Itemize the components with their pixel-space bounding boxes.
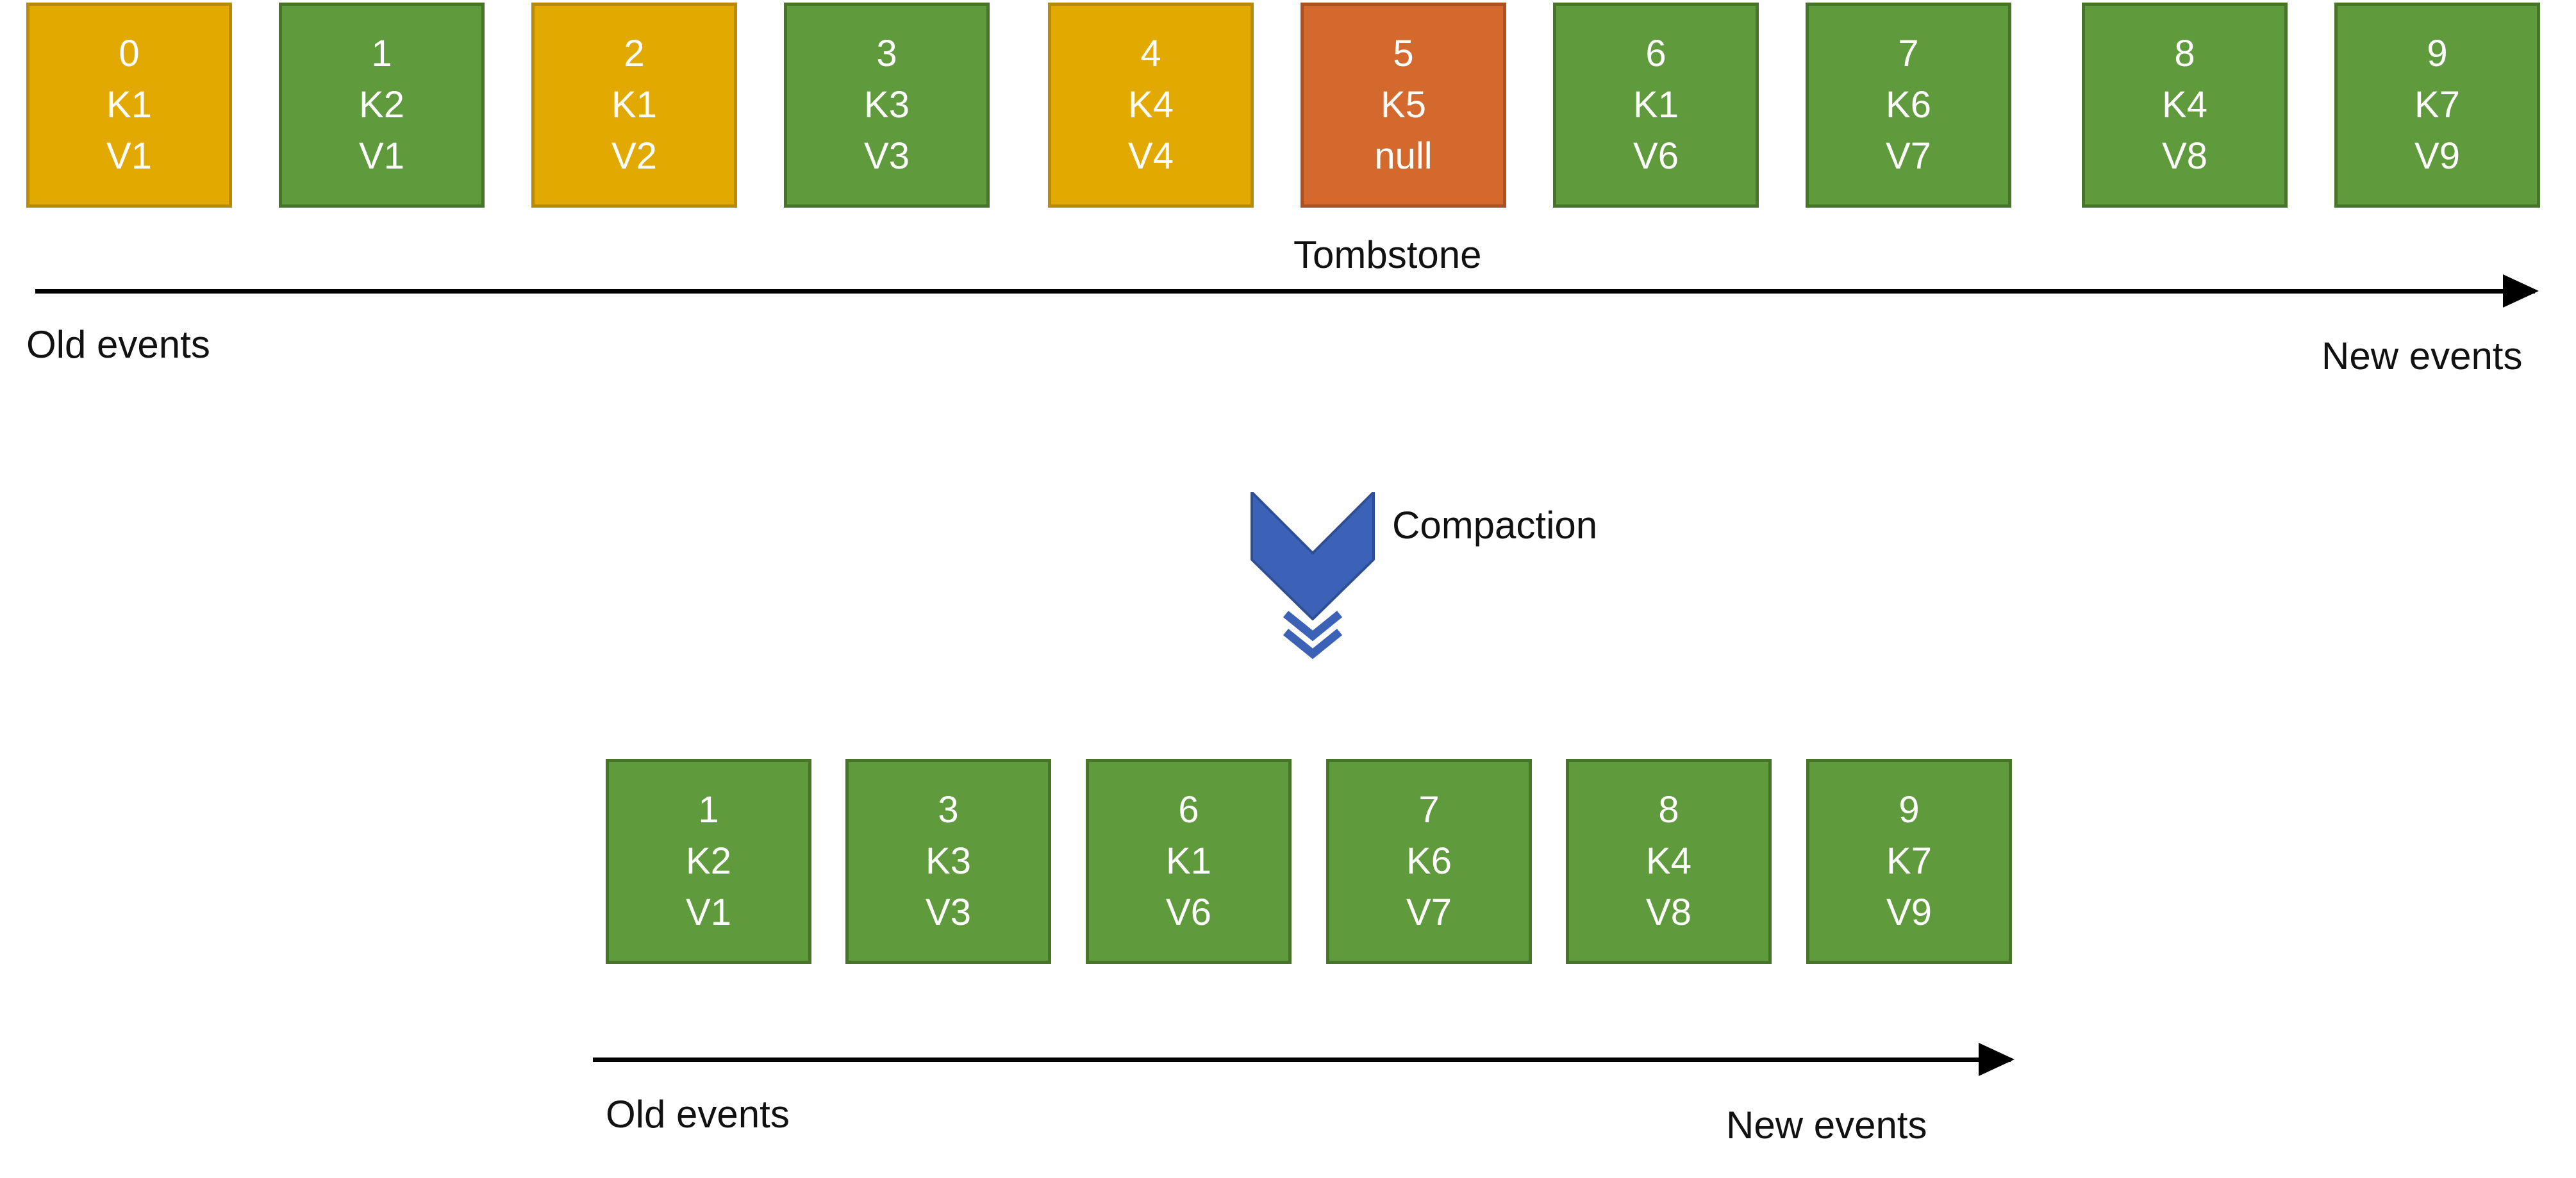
bottom-time-axis-arrow xyxy=(593,1043,2015,1076)
event-value: V3 xyxy=(864,135,910,177)
top-new-events-label: New events xyxy=(2322,335,2523,377)
event-offset: 3 xyxy=(938,789,959,831)
event-value: null xyxy=(1374,135,1433,177)
event-key: K4 xyxy=(1128,84,1174,126)
event-key: K1 xyxy=(106,84,152,126)
event-offset: 5 xyxy=(1393,33,1414,74)
chevron-down-icon xyxy=(1251,492,1375,660)
event-value: V6 xyxy=(1166,892,1211,933)
event-key: K4 xyxy=(1646,840,1691,882)
event-value: V2 xyxy=(611,135,657,177)
event-offset: 8 xyxy=(1658,789,1679,831)
event-offset: 0 xyxy=(119,33,140,74)
event-offset: 9 xyxy=(2427,33,2448,74)
event-offset: 6 xyxy=(1645,33,1666,74)
event-offset: 7 xyxy=(1418,789,1440,831)
event-key: K4 xyxy=(2162,84,2207,126)
event-offset: 8 xyxy=(2174,33,2195,74)
event-value: V1 xyxy=(686,892,731,933)
tombstone-label: Tombstone xyxy=(1293,233,1482,276)
event-offset: 4 xyxy=(1140,33,1161,74)
top-time-axis-arrow xyxy=(35,274,2539,308)
event-value: V7 xyxy=(1886,135,1931,177)
event-value: V6 xyxy=(1633,135,1679,177)
event-offset: 9 xyxy=(1899,789,1920,831)
event-offset: 7 xyxy=(1898,33,1919,74)
compaction-label: Compaction xyxy=(1392,504,1598,547)
event-key: K5 xyxy=(1381,84,1426,126)
bottom-old-events-label: Old events xyxy=(606,1093,790,1136)
event-offset: 1 xyxy=(698,789,719,831)
event-key: K2 xyxy=(359,84,404,126)
event-offset: 6 xyxy=(1178,789,1199,831)
event-value: V9 xyxy=(2414,135,2460,177)
event-key: K6 xyxy=(1886,84,1931,126)
event-value: V7 xyxy=(1406,892,1452,933)
event-value: V1 xyxy=(106,135,152,177)
event-offset: 2 xyxy=(624,33,645,74)
event-key: K3 xyxy=(926,840,971,882)
event-offset: 1 xyxy=(371,33,392,74)
top-old-events-label: Old events xyxy=(26,323,210,366)
bottom-arrow-head xyxy=(1979,1043,2015,1076)
event-key: K1 xyxy=(1633,84,1679,126)
event-key: K2 xyxy=(686,840,731,882)
top-arrow-head xyxy=(2503,274,2539,308)
event-value: V9 xyxy=(1886,892,1932,933)
event-key: K1 xyxy=(1166,840,1211,882)
event-value: V1 xyxy=(359,135,404,177)
event-value: V8 xyxy=(1646,892,1691,933)
bottom-new-events-label: New events xyxy=(1726,1104,1927,1147)
event-value: V8 xyxy=(2162,135,2207,177)
event-value: V3 xyxy=(926,892,971,933)
event-key: K7 xyxy=(2414,84,2460,126)
event-key: K6 xyxy=(1406,840,1452,882)
event-value: V4 xyxy=(1128,135,1174,177)
event-key: K3 xyxy=(864,84,910,126)
event-key: K1 xyxy=(611,84,657,126)
event-key: K7 xyxy=(1886,840,1932,882)
event-offset: 3 xyxy=(876,33,897,74)
